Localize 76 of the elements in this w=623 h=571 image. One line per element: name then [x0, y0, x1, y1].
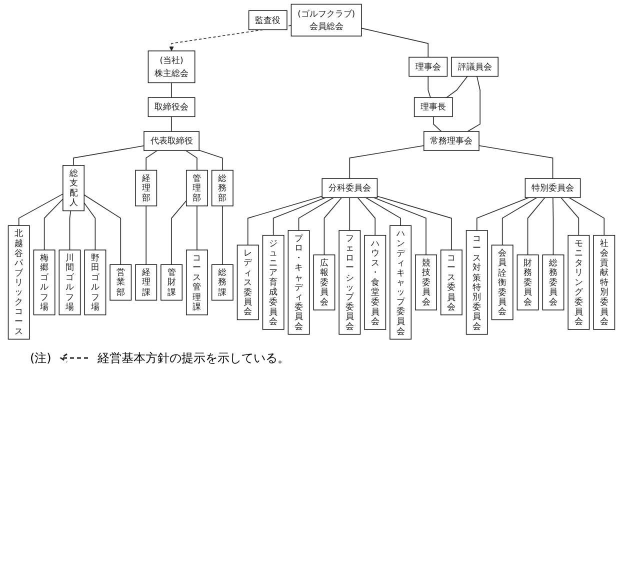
node-box — [451, 56, 498, 77]
node-box — [148, 50, 196, 84]
connector — [298, 197, 334, 231]
node-box — [415, 254, 437, 310]
connector — [560, 197, 580, 236]
connector — [373, 197, 426, 256]
connector — [476, 197, 530, 231]
connector — [272, 197, 326, 236]
node-box — [338, 230, 361, 335]
connector — [446, 76, 468, 98]
node-box — [135, 264, 158, 301]
node-box — [390, 225, 412, 340]
node-box — [414, 97, 453, 118]
node-box — [440, 250, 462, 316]
node-box — [423, 131, 480, 151]
connector — [361, 28, 429, 58]
node-box — [593, 234, 616, 330]
node-box — [84, 250, 106, 316]
node-box — [211, 264, 234, 301]
connector — [171, 82, 172, 98]
connector — [349, 197, 350, 231]
node-box — [516, 254, 539, 310]
connector — [349, 145, 424, 179]
node-box — [186, 170, 208, 206]
node-box — [110, 264, 132, 301]
connector — [527, 197, 546, 256]
node-box — [211, 170, 234, 206]
connector — [376, 196, 452, 250]
node-box — [364, 234, 386, 330]
node-box — [568, 234, 590, 330]
connector — [196, 205, 198, 250]
connector — [478, 145, 554, 179]
node-box — [248, 10, 288, 30]
node-box — [542, 254, 564, 310]
connector — [467, 76, 480, 132]
connector — [185, 150, 198, 171]
node-box — [8, 225, 30, 340]
connector — [198, 150, 223, 171]
connector — [171, 200, 187, 265]
node-box — [160, 264, 183, 301]
connector — [357, 197, 376, 236]
connector — [18, 194, 64, 226]
node-box — [144, 131, 200, 151]
node-box — [466, 230, 488, 335]
connector — [433, 116, 442, 132]
connector — [552, 197, 554, 256]
node-box — [33, 250, 56, 316]
node-box — [313, 254, 336, 310]
connector — [84, 202, 96, 250]
node-box — [290, 4, 362, 36]
legend-text: 経営基本方針の提示を示している。 — [97, 350, 290, 367]
connector — [84, 194, 122, 265]
node-box — [322, 178, 378, 198]
node-box — [491, 244, 514, 320]
node-box — [262, 234, 284, 330]
connector — [73, 145, 144, 166]
note-label: (注) — [30, 350, 52, 367]
node-box — [148, 97, 196, 118]
connector — [69, 210, 72, 250]
connector — [44, 198, 64, 250]
connector — [365, 197, 401, 226]
connector — [171, 116, 172, 132]
connector — [146, 150, 158, 171]
connector — [247, 196, 322, 246]
node-box — [58, 250, 81, 316]
node-box — [288, 230, 310, 335]
connector — [324, 197, 342, 256]
connector — [568, 197, 605, 236]
node-box — [236, 244, 259, 320]
node-box — [524, 178, 581, 198]
connector — [428, 76, 431, 98]
connector — [222, 205, 223, 265]
node-box — [186, 250, 208, 316]
node-box — [408, 56, 448, 77]
node-box — [135, 170, 158, 206]
node-box — [62, 165, 85, 212]
